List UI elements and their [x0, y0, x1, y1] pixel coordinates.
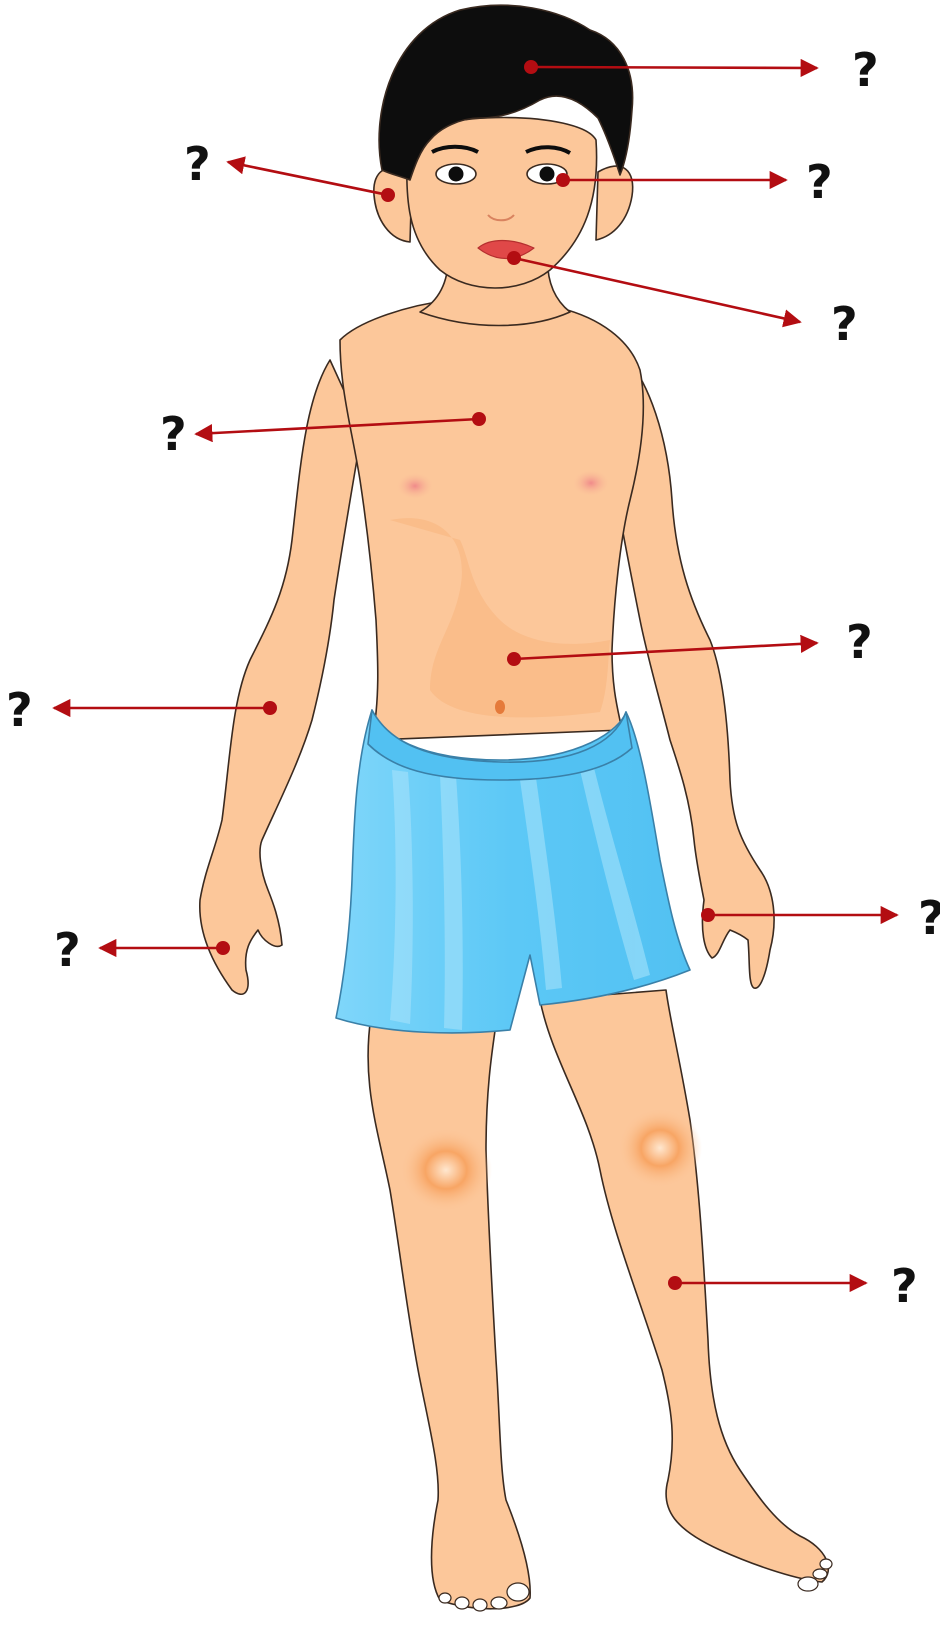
left-nipple	[397, 473, 433, 499]
label-eye: ?	[806, 155, 833, 209]
right-ear	[596, 166, 633, 240]
left-leg	[368, 1010, 530, 1609]
right-nipple	[573, 470, 609, 496]
left-knee	[400, 1128, 492, 1212]
label-ear: ?	[184, 137, 211, 191]
dot-arm	[263, 701, 277, 715]
dot-hand-right	[701, 908, 715, 922]
pointer-ear	[228, 162, 388, 195]
label-arm: ?	[6, 683, 33, 737]
left-eye	[436, 164, 476, 184]
navel	[495, 700, 505, 714]
dot-hand-left	[216, 941, 230, 955]
right-leg	[540, 990, 828, 1582]
dot-leg	[668, 1276, 682, 1290]
dot-stomach	[507, 652, 521, 666]
dot-chest	[472, 412, 486, 426]
boy-figure	[200, 5, 832, 1611]
label-mouth: ?	[831, 297, 858, 351]
right-knee	[618, 1108, 702, 1188]
label-hand-left: ?	[54, 923, 81, 977]
left-arm	[200, 360, 362, 994]
dot-ear	[381, 188, 395, 202]
dot-hair	[524, 60, 538, 74]
label-hair: ?	[852, 43, 879, 97]
label-leg: ?	[891, 1259, 918, 1313]
dot-eye	[556, 173, 570, 187]
label-chest: ?	[160, 407, 187, 461]
label-hand-right: ?	[918, 891, 940, 945]
pointer-hair	[531, 67, 817, 68]
face	[407, 118, 597, 289]
dot-mouth	[507, 251, 521, 265]
label-stomach: ?	[846, 615, 873, 669]
